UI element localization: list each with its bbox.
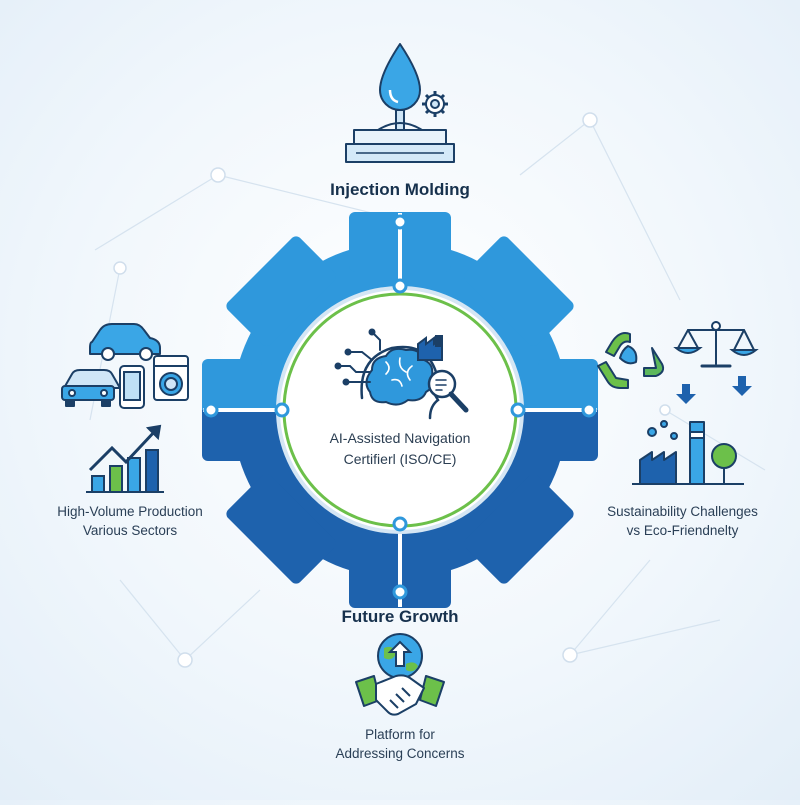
- car-icon: [89, 323, 161, 361]
- left-line-1: High-Volume Production: [57, 504, 203, 519]
- left-line-2: Various Sectors: [82, 523, 178, 538]
- background-nodes: [113, 112, 671, 668]
- bottom-title: Future Growth: [341, 607, 459, 626]
- growth-chart-icon: [86, 424, 164, 493]
- balance-scale-icon: [673, 321, 759, 368]
- handshake-icon: [355, 674, 445, 716]
- center-line-1: AI-Assisted Navigation: [329, 430, 471, 446]
- recycle-icon: [597, 332, 665, 389]
- bottom-line-1: Platform for: [365, 727, 435, 742]
- washing-machine-icon: [153, 355, 189, 401]
- phone-icon: [119, 365, 145, 409]
- water-drop-mold-icon: [345, 43, 455, 163]
- center-line-2: Certifierl (ISO/CE): [343, 451, 457, 467]
- gear-connector-dots: [203, 214, 597, 600]
- factory-tree-icon: [632, 420, 744, 485]
- globe-upload-icon: [377, 633, 423, 679]
- ai-brain-factory-icon: [334, 328, 469, 420]
- right-line-2: vs Eco-Friendnelty: [626, 523, 739, 538]
- gear-body: [202, 212, 598, 608]
- bottom-line-2: Addressing Concerns: [335, 746, 465, 761]
- top-title: Injection Molding: [330, 180, 470, 199]
- right-line-1: Sustainability Challenges: [607, 504, 758, 519]
- down-arrows-icon: [676, 376, 752, 404]
- car-icon-front: [61, 369, 121, 407]
